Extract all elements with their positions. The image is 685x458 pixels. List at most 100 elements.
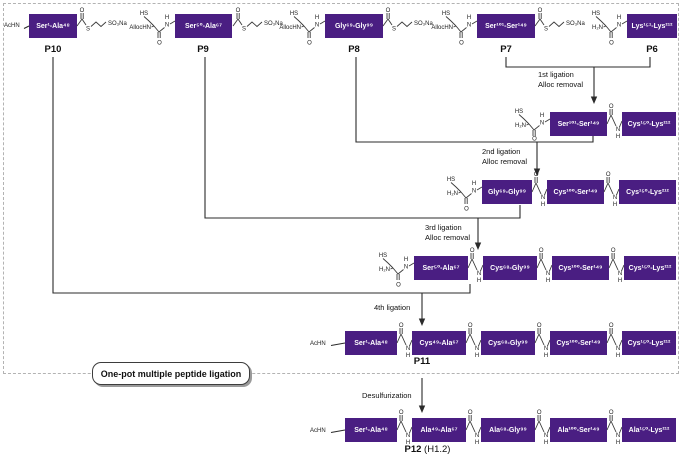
peptide-label-p9: P9 [197, 44, 209, 55]
amide-linkage: O N H [534, 406, 551, 448]
allochn-label: AllocHN [279, 25, 301, 31]
segment-box: Ser¹-Ala⁴⁸ [345, 331, 397, 355]
amide-n-label: N [477, 271, 481, 277]
carbonyl-o-label: O [80, 8, 85, 14]
segment-box: Cys⁴⁹-Ala⁶⁷ [412, 331, 466, 355]
carbonyl-o-label: O [606, 172, 611, 178]
free-cysteine-p6: HS H₂N O H N [579, 8, 628, 48]
carbonyl-o-label: O [307, 41, 312, 47]
thiol-label: HS [379, 253, 387, 259]
peptide-label-p8: P8 [348, 44, 360, 55]
step-line: 3rd ligation [425, 223, 462, 232]
amide-linkage: O N H [534, 319, 551, 361]
bond-lines [76, 13, 107, 28]
amide-h-label: H [404, 257, 408, 263]
bond-lines [465, 415, 482, 434]
amide-n-label: N [406, 346, 410, 352]
step-line: 2nd ligation [482, 147, 521, 156]
cysteine-bonds: HS AllocHN O H N [129, 11, 176, 47]
amide-n-label: N [475, 433, 479, 439]
bond-lines [396, 328, 413, 347]
cysteine-bonds: HS AllocHN O H N [279, 11, 326, 47]
bond-lines [518, 114, 551, 136]
thiol-label: HS [290, 11, 298, 17]
so3na-label: SO₃Na [108, 21, 127, 27]
amide-bonds: O N H [465, 323, 482, 359]
carbonyl-o-label: O [532, 137, 537, 143]
alloc-cysteine-p8: HS AllocHN O H N [277, 8, 326, 48]
carbonyl-o-label: O [537, 323, 542, 329]
segment-box: Cys⁶⁸-Gly⁹⁹ [483, 256, 537, 280]
carbonyl-o-label: O [609, 410, 614, 416]
segment-box: Cys¹⁵⁰-Lys²¹² [624, 256, 676, 280]
segment-box-p10: Ser¹-Ala⁴⁸ [29, 14, 77, 38]
cysteine-bonds: HS H₂N O H N [592, 11, 628, 47]
bond-lines [445, 16, 478, 38]
segment-box-p6: Lys¹⁵¹-Lys²¹² [627, 14, 677, 38]
amide-h-label: H [546, 278, 550, 284]
p12-label-bold: P12 [404, 444, 422, 455]
amide-n-label: N [616, 127, 620, 133]
allochn-label: AllocHN [129, 25, 151, 31]
carbonyl-o-label: O [538, 8, 543, 14]
segment-box: Gly⁶⁹-Gly⁹⁹ [482, 180, 532, 204]
thioester-group-p10: O S SO₃Na [76, 6, 137, 40]
bond-lines [467, 253, 484, 272]
amide-h-label: H [475, 353, 479, 359]
amide-linkage: O N H [606, 406, 623, 448]
h2n-label: H₂N [515, 123, 526, 129]
thioester-group-p7: O S SO₃Na [534, 6, 595, 40]
amide-h-label: H [467, 15, 471, 21]
bond-lines [606, 109, 623, 128]
segment-box: Cys¹⁰⁰-Ser¹⁴⁹ [550, 331, 607, 355]
amide-bonds: O N H [396, 323, 413, 359]
bond-lines [143, 16, 176, 38]
cysteine-bonds: HS AllocHN O H N [431, 11, 478, 47]
amide-linkage: O N H [465, 319, 482, 361]
achn-label-p12: AcHN [310, 428, 326, 434]
bond-lines [382, 258, 415, 280]
amide-n-label: N [544, 346, 548, 352]
amide-n-label: N [618, 271, 622, 277]
cysteine-bonds: HS H₂N O H N [447, 177, 483, 213]
segment-box: Cys¹⁰⁰-Ser¹⁴⁹ [547, 180, 604, 204]
thioester-bonds: O S SO₃Na [382, 8, 433, 33]
thioester-group-p9: O S SO₃Na [232, 6, 293, 40]
amide-n-label: N [404, 265, 408, 271]
amide-bonds: O N H [534, 410, 551, 446]
amide-n-label: N [613, 195, 617, 201]
carbonyl-o-label: O [609, 323, 614, 329]
thioester-group-p8: O S SO₃Na [382, 6, 443, 40]
bond-lines [232, 13, 263, 28]
amide-n-label: N [472, 189, 476, 195]
carbonyl-o-label: O [399, 323, 404, 329]
segment-box: Ser¹⁰¹-Ser¹⁴⁹ [550, 112, 607, 136]
step-4th-ligation: 4th ligation [374, 303, 410, 313]
amide-n-label: N [406, 433, 410, 439]
thiol-label: HS [592, 11, 600, 17]
amide-n-label: N [467, 23, 471, 29]
alloc-cysteine-p7: HS AllocHN O H N [429, 8, 478, 48]
bond-lines [531, 177, 548, 196]
bond-lines [382, 13, 413, 28]
h2n-label: H₂N [379, 267, 390, 273]
amide-h-label: H [616, 440, 620, 446]
achn-label-p11: AcHN [310, 341, 326, 347]
amide-n-label: N [541, 195, 545, 201]
arrowheads [418, 96, 598, 413]
segment-box: Cys⁶⁸-Gly⁹⁹ [481, 331, 535, 355]
bond-lines [595, 16, 628, 38]
carbonyl-o-label: O [464, 207, 469, 213]
sulfur-label: S [392, 27, 396, 33]
amide-h-label: H [540, 113, 544, 119]
cysteine-bonds: HS H₂N O H N [515, 109, 551, 143]
peptide-label-p7: P7 [500, 44, 512, 55]
p12-label-suffix: (H1.2) [421, 444, 451, 455]
step-line: Desulfurization [362, 391, 412, 400]
amide-bonds: O N H [536, 248, 553, 284]
bond-lines [534, 13, 565, 28]
carbonyl-o-label: O [399, 410, 404, 416]
amide-h-label: H [165, 15, 169, 21]
amide-bonds: O N H [467, 248, 484, 284]
amide-h-label: H [617, 15, 621, 21]
